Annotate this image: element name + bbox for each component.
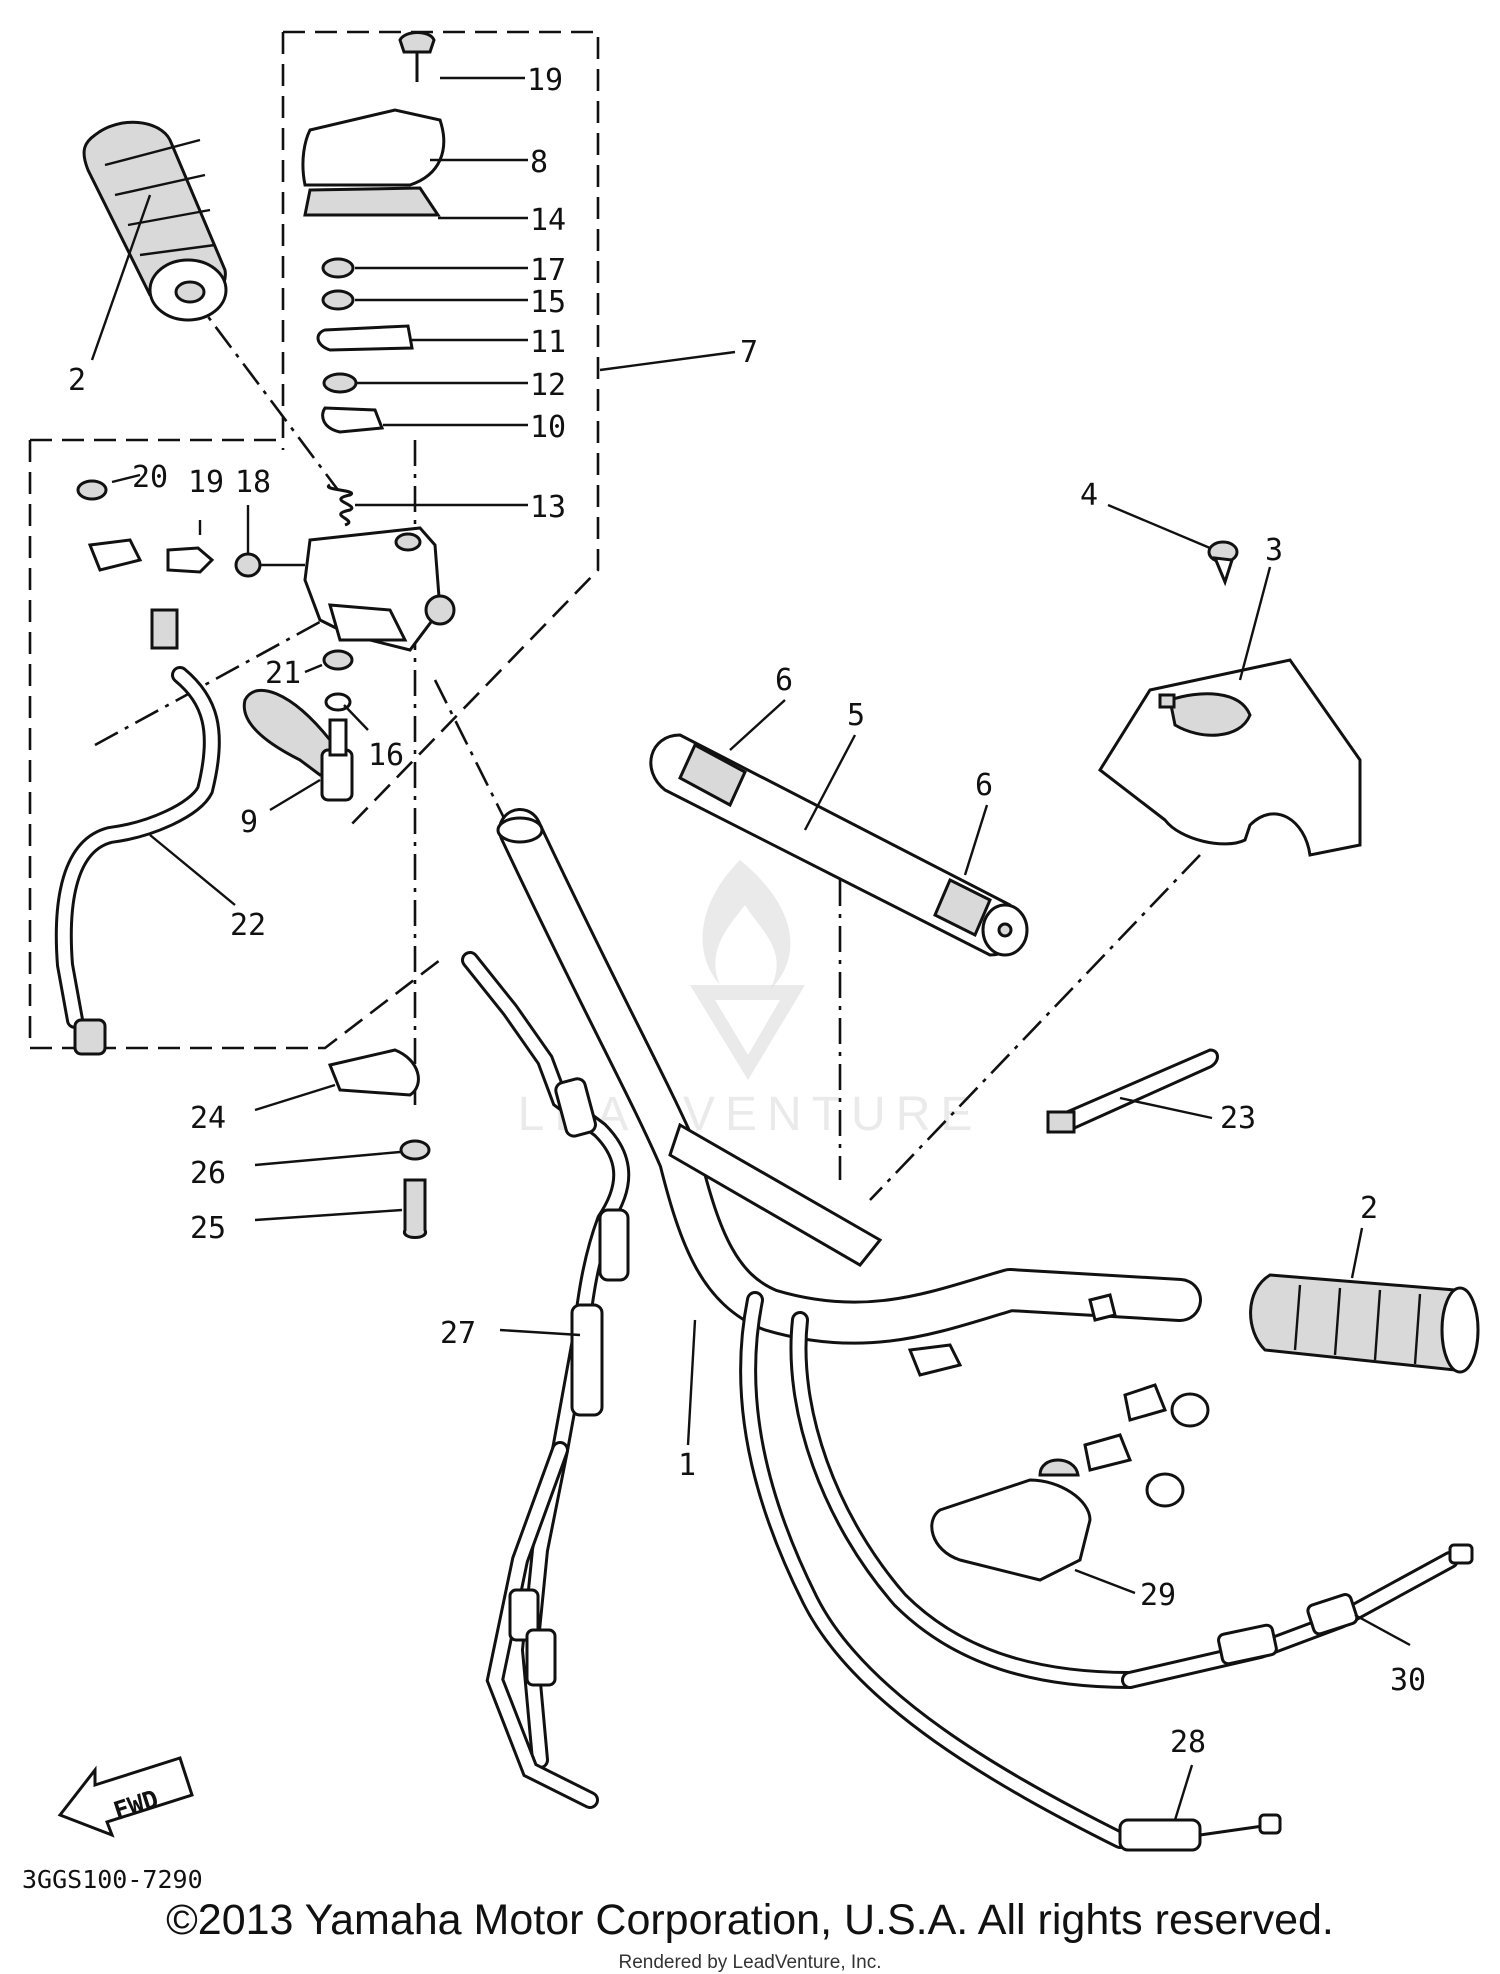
callout-17: 17 bbox=[530, 253, 566, 288]
callout-labels: 19 8 14 17 15 11 12 10 13 7 2 20 19 19 1… bbox=[68, 63, 1426, 1760]
callout-4: 4 bbox=[1080, 478, 1098, 513]
watermark-flame-icon bbox=[702, 860, 791, 990]
callout-27: 27 bbox=[440, 1316, 476, 1351]
callout-20: 20 bbox=[132, 460, 168, 495]
assembly-7-boundary bbox=[283, 30, 600, 831]
callout-14: 14 bbox=[530, 203, 566, 238]
callout-21: 21 bbox=[265, 656, 301, 691]
screw-19-top bbox=[398, 31, 436, 54]
screw-4 bbox=[1207, 540, 1239, 587]
callout-2-right: 2 bbox=[1360, 1191, 1378, 1226]
fwd-arrow-icon: FWD bbox=[57, 1756, 194, 1838]
lever-11 bbox=[316, 324, 414, 352]
pad-clamp-right bbox=[933, 877, 992, 938]
pad-clamp-left bbox=[678, 742, 747, 808]
callout-22: 22 bbox=[230, 908, 266, 943]
switch-assembly-boundary-2 bbox=[28, 440, 441, 1050]
watermark-v-icon bbox=[690, 985, 805, 1080]
leader-lines bbox=[90, 76, 1411, 1821]
screw-19-side bbox=[166, 546, 215, 574]
right-grip bbox=[1249, 1273, 1480, 1374]
callout-5: 5 bbox=[847, 698, 865, 733]
callout-10: 10 bbox=[530, 410, 566, 445]
bolt-25 bbox=[403, 1178, 427, 1239]
left-grip bbox=[82, 120, 228, 322]
callout-26: 26 bbox=[190, 1156, 226, 1191]
callout-16-shown: 16 bbox=[368, 738, 404, 773]
callout-2-left: 2 bbox=[68, 363, 86, 398]
throttle-cover bbox=[1098, 658, 1362, 857]
kill-switch-parts bbox=[54, 479, 262, 1056]
nut-17 bbox=[321, 257, 355, 279]
callout-6-left: 6 bbox=[775, 663, 793, 698]
callout-7: 7 bbox=[740, 335, 758, 370]
cable-tie bbox=[1046, 1048, 1219, 1134]
washer-12 bbox=[322, 372, 358, 394]
callout-30: 30 bbox=[1390, 1663, 1426, 1698]
washer-26 bbox=[399, 1139, 431, 1161]
callout-6-right: 6 bbox=[975, 768, 993, 803]
clamp-24 bbox=[327, 1048, 420, 1097]
control-cables bbox=[739, 1291, 1474, 1852]
throttle-assembly-parts bbox=[301, 31, 446, 527]
cover-8 bbox=[301, 108, 446, 187]
throttle-cable-27 bbox=[461, 951, 631, 1809]
washer-21 bbox=[322, 649, 354, 671]
nut-18 bbox=[234, 552, 262, 578]
callout-13: 13 bbox=[530, 490, 566, 525]
callout-24: 24 bbox=[190, 1101, 226, 1136]
spring-13 bbox=[326, 483, 354, 527]
axis-line-switch bbox=[94, 598, 361, 747]
gasket-14 bbox=[303, 186, 441, 217]
washer-15 bbox=[321, 289, 355, 311]
callout-25: 25 bbox=[190, 1211, 226, 1246]
throttle-housing bbox=[303, 526, 456, 652]
callout-19-top: 19 bbox=[527, 63, 563, 98]
axis-line-grip bbox=[186, 289, 340, 491]
screw-20 bbox=[76, 479, 108, 501]
callout-29: 29 bbox=[1140, 1578, 1176, 1613]
callout-18-num: 18 bbox=[235, 465, 271, 500]
callout-15: 15 bbox=[530, 285, 566, 320]
callout-19-side: 19 bbox=[188, 465, 224, 500]
drawing-code: 3GGS100-7290 bbox=[22, 1865, 203, 1894]
callout-28: 28 bbox=[1170, 1725, 1206, 1760]
callout-11: 11 bbox=[530, 325, 566, 360]
cable-end-28 bbox=[1118, 1818, 1202, 1852]
callout-8: 8 bbox=[530, 145, 548, 180]
handlebar-pad bbox=[649, 733, 1029, 957]
callout-23: 23 bbox=[1220, 1101, 1256, 1136]
handlebar bbox=[496, 808, 1202, 1345]
callout-9: 9 bbox=[240, 805, 258, 840]
plate-10 bbox=[321, 406, 385, 434]
axis-line-cover bbox=[869, 854, 1201, 1201]
cable-guide-29 bbox=[930, 1478, 1092, 1582]
callout-1: 1 bbox=[678, 1448, 696, 1483]
lower-clamp bbox=[327, 1048, 431, 1239]
callout-3: 3 bbox=[1265, 533, 1283, 568]
throttle-lever-9 bbox=[242, 688, 354, 802]
copyright-notice: ©2013 Yamaha Motor Corporation, U.S.A. A… bbox=[166, 1896, 1334, 1944]
rendered-by-credit: Rendered by LeadVenture, Inc. bbox=[618, 1952, 882, 1973]
callout-12: 12 bbox=[530, 368, 566, 403]
